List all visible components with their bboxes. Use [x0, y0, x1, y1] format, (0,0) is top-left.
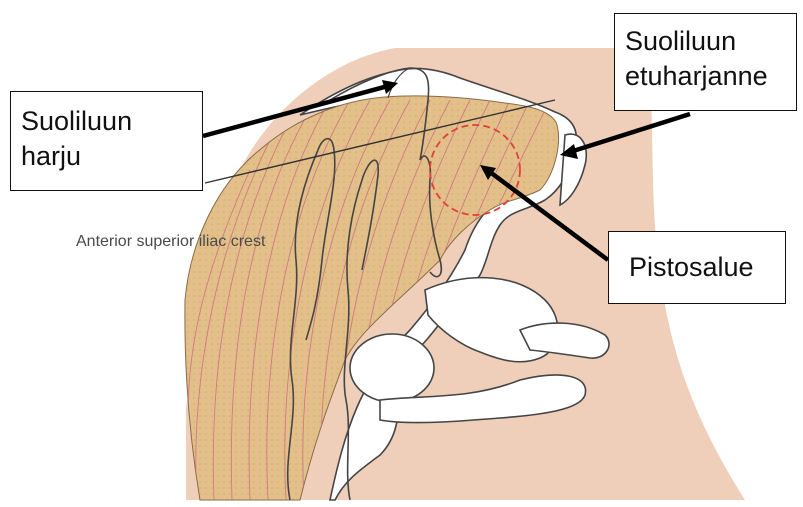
label-iliac-crest-line2: harju	[21, 139, 192, 174]
label-anterior-iliac-spine: Suoliluun etuharjanne	[614, 13, 797, 111]
label-iliac-crest: Suoliluun harju	[10, 91, 203, 191]
label-asis-line2: etuharjanne	[625, 59, 786, 94]
inner-caption: Anterior superior iliac crest	[76, 233, 265, 251]
label-asis-line1: Suoliluun	[625, 24, 786, 59]
label-injection-site: Pistosalue	[608, 231, 786, 304]
skin-shadow	[175, 410, 186, 500]
label-iliac-crest-line1: Suoliluun	[21, 104, 192, 139]
label-injection-site-text: Pistosalue	[629, 250, 775, 285]
